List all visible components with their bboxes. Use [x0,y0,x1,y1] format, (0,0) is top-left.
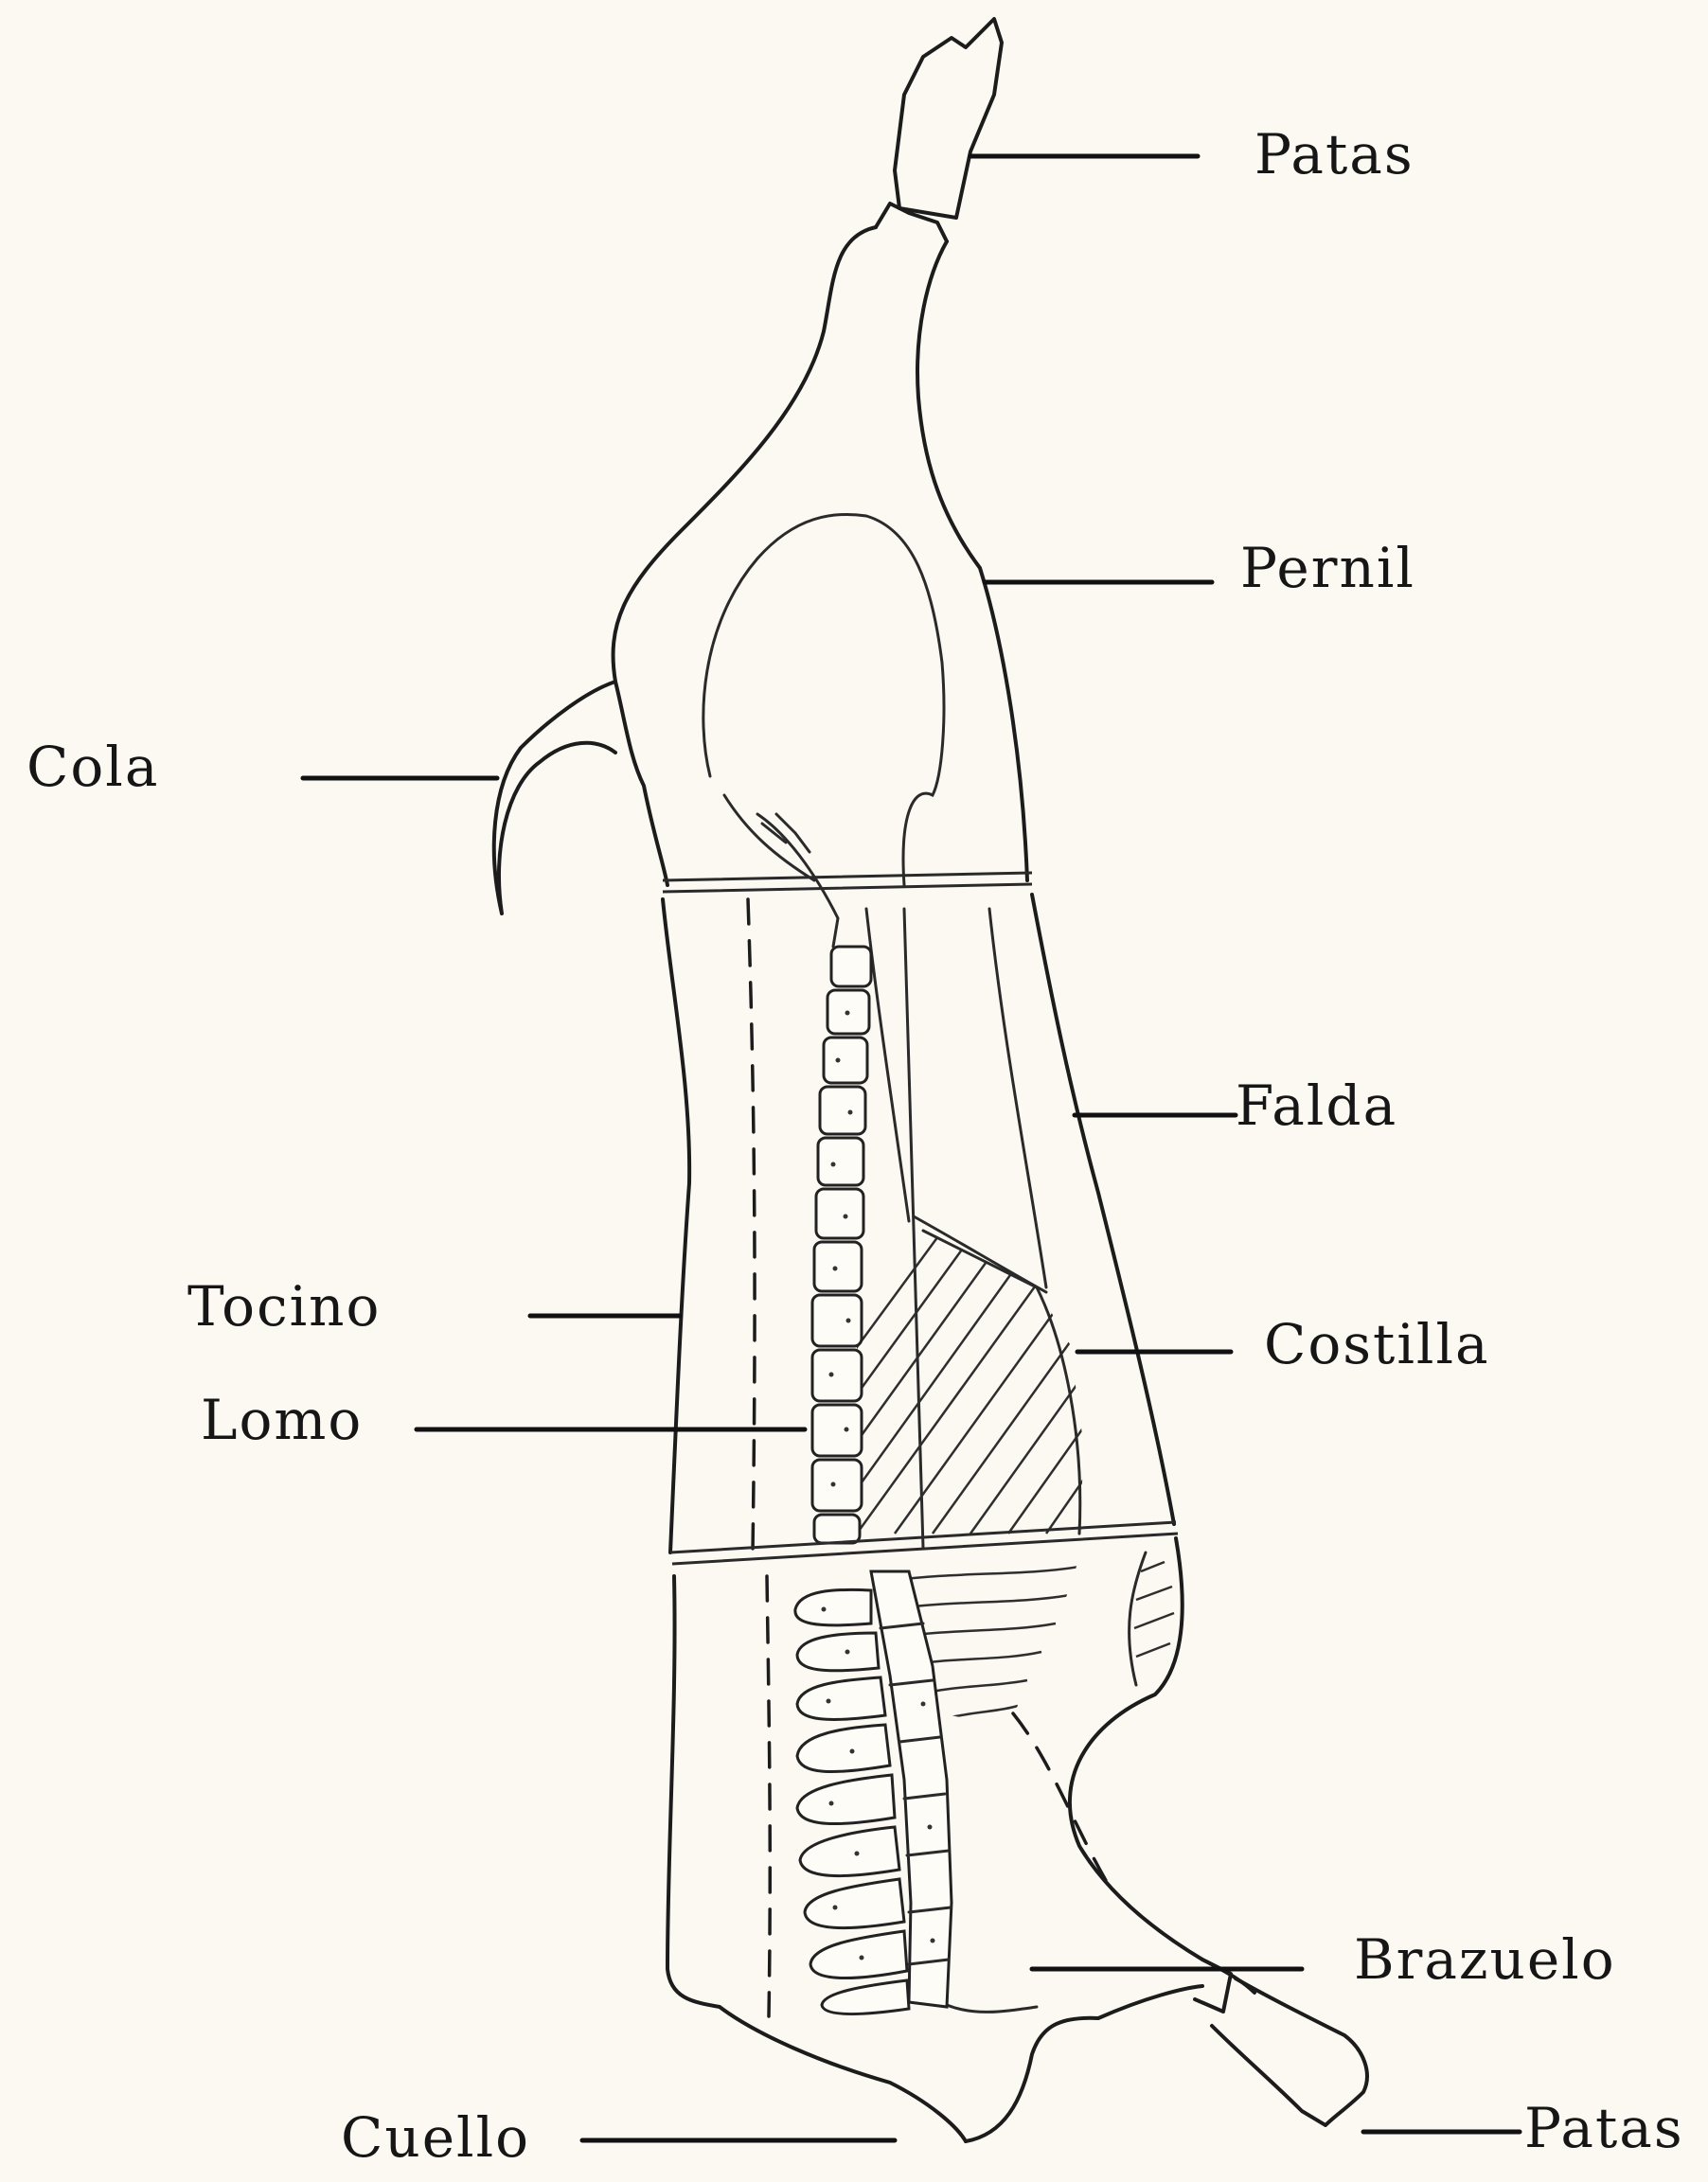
label-costilla: Costilla [1264,1312,1490,1376]
cut-line-upper [663,873,1032,892]
shoulder-section-shape [667,1538,1254,2141]
ham-shape [614,227,1027,885]
middle-section-shape [663,895,1174,1552]
label-patas-bottom: Patas [1524,2096,1684,2160]
label-pernil: Pernil [1240,536,1415,600]
tail-shape [494,682,615,914]
loin-vertebrae [757,814,871,1543]
label-cuello: Cuello [341,2105,530,2170]
tocino-boundary-dash [748,899,755,1552]
shoulder-ribs [795,1571,952,2014]
label-brazuelo: Brazuelo [1354,1927,1616,1992]
label-tocino: Tocino [187,1274,381,1339]
label-falda: Falda [1236,1073,1397,1138]
hind-foot-shape [876,19,1002,241]
costilla-hatch [852,1212,1089,1534]
front-foot-shape [1195,1960,1367,2125]
label-lomo: Lomo [201,1388,363,1452]
label-patas-top: Patas [1254,122,1414,186]
label-cola: Cola [27,735,159,799]
